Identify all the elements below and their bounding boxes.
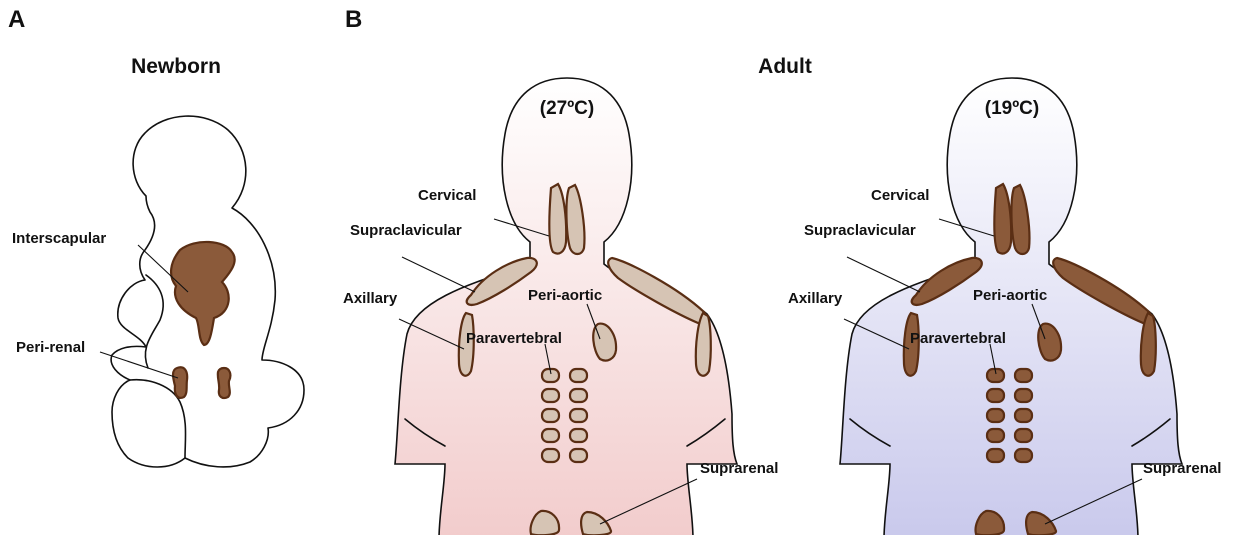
label-suprarenal: Suprarenal — [700, 460, 778, 477]
label-supraclavicular: Supraclavicular — [804, 222, 916, 239]
newborn-figure — [100, 116, 304, 467]
perirenal-fat-left — [173, 367, 187, 398]
label-paravertebral: Paravertebral — [910, 330, 1006, 347]
newborn-title: Newborn — [131, 55, 221, 78]
label-interscapular: Interscapular — [12, 230, 106, 247]
adult-figure-warm — [395, 78, 737, 535]
panel-b-letter: B — [345, 6, 362, 33]
interscapular-fat — [171, 242, 235, 345]
newborn-arm-outline — [145, 275, 163, 368]
temperature-warm: (27ºC) — [540, 98, 594, 119]
label-axillary: Axillary — [788, 290, 843, 307]
label-periaortic: Peri-aortic — [973, 287, 1047, 304]
label-periaortic: Peri-aortic — [528, 287, 602, 304]
label-supraclavicular: Supraclavicular — [350, 222, 462, 239]
label-axillary: Axillary — [343, 290, 398, 307]
panel-a-letter: A — [8, 6, 25, 33]
label-cervical: Cervical — [418, 187, 476, 204]
label-paravertebral: Paravertebral — [466, 330, 562, 347]
adult-figure-cold — [840, 78, 1182, 535]
perirenal-fat-right — [218, 368, 231, 398]
label-suprarenal: Suprarenal — [1143, 460, 1221, 477]
label-cervical: Cervical — [871, 187, 929, 204]
temperature-cold: (19ºC) — [985, 98, 1039, 119]
label-perirenal: Peri-renal — [16, 339, 85, 356]
adult-title: Adult — [758, 55, 812, 78]
